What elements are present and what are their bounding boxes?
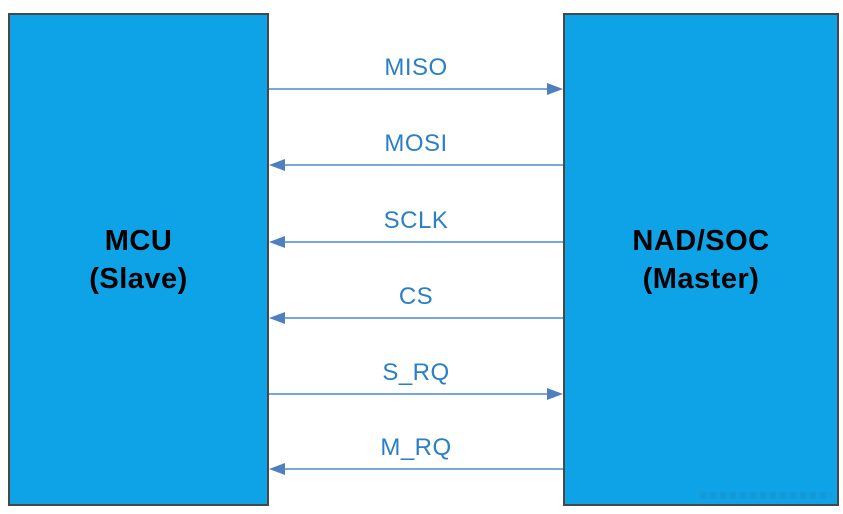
signal-m-rq-line — [285, 467, 563, 470]
mcu-box-subtitle: (Slave) — [89, 262, 188, 295]
signal-sclk-arrow — [269, 235, 563, 248]
signal-cs: CS — [269, 283, 563, 324]
signal-mosi: MOSI — [269, 130, 563, 171]
signal-s-rq-arrow — [269, 387, 563, 400]
signal-sclk-label: SCLK — [383, 207, 449, 234]
arrow-left-icon — [269, 235, 285, 248]
signal-s-rq: S_RQ — [269, 359, 563, 400]
signal-miso: MISO — [269, 54, 563, 95]
nad-soc-box-title: NAD/SOC — [632, 224, 770, 257]
signal-m-rq: M_RQ — [269, 434, 563, 475]
mcu-box-title: MCU — [104, 224, 173, 257]
signal-sclk-line — [285, 240, 563, 243]
arrow-right-icon — [547, 387, 563, 400]
nad-soc-box-subtitle: (Master) — [642, 262, 760, 295]
nad-soc-master-box: NAD/SOC (Master) — [563, 13, 839, 506]
signal-m-rq-arrow — [269, 462, 563, 475]
signal-s-rq-line — [269, 392, 547, 395]
arrow-left-icon — [269, 311, 285, 324]
watermark-artifact — [700, 492, 832, 499]
signal-miso-arrow — [269, 82, 563, 95]
mcu-slave-box: MCU (Slave) — [8, 13, 269, 506]
signal-mosi-arrow — [269, 158, 563, 171]
signal-m-rq-label: M_RQ — [380, 434, 452, 461]
arrow-right-icon — [547, 82, 563, 95]
arrow-left-icon — [269, 462, 285, 475]
signal-miso-label: MISO — [384, 54, 448, 81]
signal-mosi-label: MOSI — [384, 130, 448, 157]
signal-sclk: SCLK — [269, 207, 563, 248]
signal-miso-line — [269, 87, 547, 90]
signal-s-rq-label: S_RQ — [382, 359, 450, 386]
signal-cs-label: CS — [398, 283, 434, 310]
signal-cs-line — [285, 316, 563, 319]
signal-mosi-line — [285, 163, 563, 166]
signal-cs-arrow — [269, 311, 563, 324]
arrow-left-icon — [269, 158, 285, 171]
